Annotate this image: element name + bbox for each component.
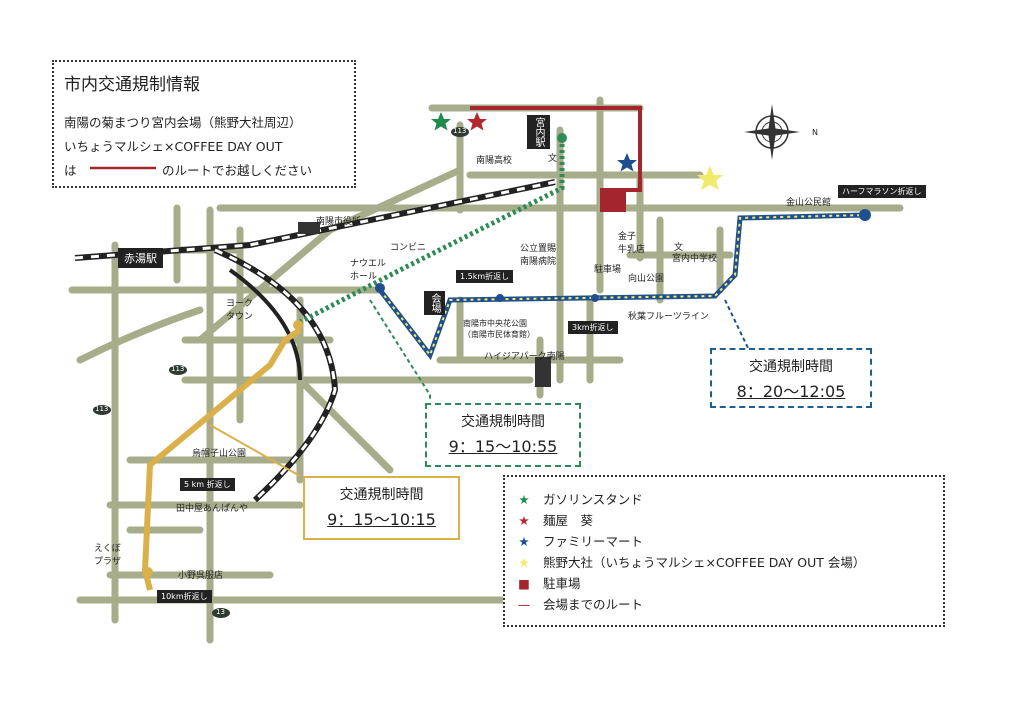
turn-marker (591, 294, 599, 302)
turn-10km-label: 10km折返し (157, 590, 212, 603)
convenience-label: コンビニ (390, 243, 427, 253)
tanakaya-label: 田中屋あんぱんや (176, 504, 249, 514)
nanyo-hs-label: 南陽高校 (476, 156, 513, 166)
square-icon: ■ (518, 576, 530, 591)
regulation-time: 8：20〜12:05 (736, 382, 846, 401)
eboshiyama-label: 烏帽子山公園 (192, 449, 247, 459)
regulation-heading: 交通規制時間 (749, 359, 833, 375)
route-line-icon (90, 166, 156, 170)
ekubo-plaza-label: えくぼ プラザ (94, 544, 122, 567)
city-hall-label: 南陽市役所 (316, 217, 362, 227)
kanayama-label: 金山公民館 (786, 198, 832, 208)
yellow-leader (209, 424, 301, 477)
route-number: 113 (95, 405, 109, 413)
legend-label: 会場までのルート (543, 597, 644, 612)
route-number: 113 (453, 127, 467, 135)
route-shield-icon (93, 127, 469, 618)
star-icon: ★ (518, 513, 530, 528)
legend-item: ★ 熊野大社（いちょうマルシェ×COFFEE DAY OUT 会場） (515, 552, 865, 571)
building-icon (298, 222, 320, 234)
miyauchi-station-label: 宮内駅 (527, 115, 550, 149)
route-number: 13 (216, 608, 225, 616)
legend-item: ★ 麺屋 葵 (515, 510, 593, 529)
info-line: いちょうマルシェ×COFFEE DAY OUT (64, 139, 283, 154)
blue-leader (724, 299, 749, 349)
half-marathon-turn-label: ハーフマラソン折返し (838, 185, 926, 198)
compass-north: N (812, 128, 818, 137)
york-town-label: ヨーク タウン (226, 299, 254, 322)
info-box: 市内交通規制情報 南陽の菊まつり宮内会場（熊野大社周辺） いちょうマルシェ×CO… (52, 60, 356, 188)
legend-label: 駐車場 (543, 576, 581, 591)
turn-3km-label: 3km折返し (568, 321, 618, 334)
akayu-station-label: 赤湯駅 (118, 248, 163, 268)
info-title: 市内交通規制情報 (64, 75, 200, 95)
kaneko-shop-label: 金子 牛乳店 (618, 232, 646, 255)
central-park-label: 南陽市中央花公園 （南陽市民体育館） (463, 319, 535, 339)
info-line-suffix: のルートでお越しください (162, 163, 313, 178)
nauel-hall-label: ナウエル ホール (350, 259, 387, 282)
compass-icon (744, 104, 800, 160)
star-icon: ★ (518, 555, 530, 570)
hospital-label: 公立置賜 南陽病院 (520, 244, 557, 267)
legend-label: 麺屋 葵 (543, 513, 594, 528)
venue-label: 会場 (424, 291, 445, 315)
regulation-heading: 交通規制時間 (461, 414, 545, 430)
turn-5km-label: 5 km 折返し (180, 478, 235, 491)
legend-label: ガソリンスタンド (543, 492, 643, 507)
star-icon (467, 112, 487, 131)
route-blue (378, 212, 866, 361)
route-number: 113 (171, 365, 185, 373)
route-green (298, 138, 565, 325)
turn-marker (143, 567, 153, 577)
legend-box: ★ ガソリンスタンド ★ 麺屋 葵 ★ ファミリーマート ★ 熊野大社（いちょうマルシェ… (503, 475, 945, 627)
star-markers (431, 112, 723, 190)
building-icon (535, 357, 551, 387)
regulation-time: 9：15〜10:15 (327, 510, 436, 529)
parking-label: 駐車場 (594, 265, 622, 275)
highjia-park-label: ハイジアパーク南陽 (484, 352, 565, 362)
mukai-park-label: 向山公園 (628, 274, 665, 284)
onogofuku-label: 小野呉服店 (178, 571, 224, 581)
miyauchi-jhs-label: 宮内中学校 (672, 254, 718, 264)
star-icon: ★ (518, 534, 530, 549)
turn-marker (557, 133, 567, 143)
turn-marker (496, 294, 504, 302)
regulation-box-blue: 交通規制時間 8：20〜12:05 (710, 348, 872, 408)
school-symbol: 文 (548, 154, 558, 164)
regulation-box-green: 交通規制時間 9：15〜10:55 (425, 403, 581, 467)
star-icon (697, 166, 723, 190)
legend-item: ■ 駐車場 (515, 573, 581, 592)
star-icon (431, 112, 451, 131)
turn-marker (375, 283, 385, 293)
regulation-box-yellow: 交通規制時間 9：15〜10:15 (303, 476, 460, 540)
parking-square-icon (600, 188, 626, 212)
fruit-line-label: 秋葉フルーツライン (628, 312, 709, 322)
regulation-time: 9：15〜10:55 (448, 437, 558, 456)
school-symbol: 文 (674, 243, 684, 253)
legend-item: ★ ガソリンスタンド (515, 489, 643, 508)
info-line: 南陽の菊まつり宮内会場（熊野大社周辺） (64, 115, 302, 130)
info-line-prefix: は (64, 163, 77, 178)
turn-marker (859, 209, 871, 221)
turn-marker (293, 320, 303, 330)
legend-item: — 会場までのルート (515, 594, 643, 613)
green-leader (369, 299, 431, 400)
legend-label: ファミリーマート (543, 534, 644, 549)
star-icon: ★ (518, 492, 530, 507)
star-icon (617, 153, 637, 172)
legend-label: 熊野大社（いちょうマルシェ×COFFEE DAY OUT 会場） (543, 555, 866, 570)
line-icon: — (517, 597, 531, 612)
turn-1-5km-label: 1.5km折返し (456, 270, 514, 283)
regulation-heading: 交通規制時間 (339, 487, 424, 503)
legend-item: ★ ファミリーマート (515, 531, 643, 550)
